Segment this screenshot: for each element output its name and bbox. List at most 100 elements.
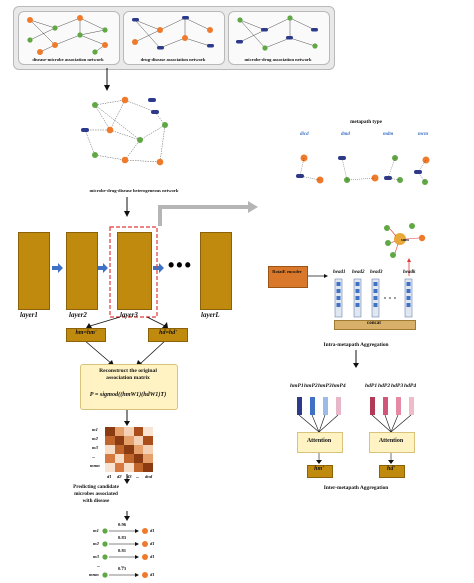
matrix-row-m1: m1 xyxy=(92,427,98,432)
disease-microbe-network-label: disease-microbe association network xyxy=(32,57,104,62)
metapath-type-0: dicd xyxy=(300,132,309,137)
matrix-cell xyxy=(114,445,125,454)
matrix-cell xyxy=(105,427,115,436)
microbe-drug-network-label: microbe-drug association network xyxy=(244,57,312,62)
matrix-cell xyxy=(114,427,125,436)
reconstruct-line2: association matrix xyxy=(106,375,150,381)
concat-label: concat xyxy=(367,321,381,326)
attention-box-right xyxy=(369,432,415,453)
metapath-type-1: dmd xyxy=(341,132,350,137)
matrix-cell xyxy=(133,463,144,472)
sum-label: sum xyxy=(401,237,409,242)
reconstruct-line1: Reconstruct the original xyxy=(99,368,157,374)
prediction-microbe-0: m1 xyxy=(93,528,99,533)
drug-disease-network-label: drug-disease association network xyxy=(140,57,206,62)
attention-label-right: Attention xyxy=(378,438,404,444)
head1-label: head1 xyxy=(333,270,346,275)
h-left-0: hmP1 xyxy=(290,383,304,389)
prediction-microbe-4: mnm xyxy=(89,572,99,577)
output-box-right xyxy=(379,465,405,478)
h-right-0: hdP1 xyxy=(365,383,378,389)
prediction-microbe-1: m2 xyxy=(93,541,99,546)
attention-label-left: Attention xyxy=(306,438,332,444)
matrix-cell xyxy=(105,436,115,445)
matrix-cell xyxy=(114,463,125,472)
prediction-score-ellipsis: ... xyxy=(121,563,125,568)
intra-metapath-label: Intra-metapath Aggregation xyxy=(323,342,389,348)
matrix-cell xyxy=(124,445,134,454)
layer3-block xyxy=(117,232,152,310)
h-left-2: hmP3 xyxy=(318,383,332,389)
output-label-left: hm' xyxy=(314,466,324,472)
h-right-2: hdP3 xyxy=(391,383,404,389)
headk-label: headk xyxy=(403,270,416,275)
rotate-encoder-label: RotatE encoder xyxy=(272,269,302,274)
concat-bar xyxy=(334,320,416,330)
matrix-cell xyxy=(143,463,153,472)
disease-embedding-box xyxy=(148,328,188,342)
matrix-cell xyxy=(124,463,134,472)
reconstruct-box xyxy=(80,364,178,410)
layer1-block xyxy=(18,232,50,310)
layerL-block xyxy=(200,232,232,310)
matrix-cell xyxy=(105,463,115,472)
prediction-disease-4: d1 xyxy=(150,572,155,577)
matrix-row-mnm: mnm xyxy=(90,463,100,468)
matrix-cell xyxy=(133,436,144,445)
matrix-row-ellipsis: ... xyxy=(92,454,96,459)
layer-ellipsis: ••• xyxy=(168,255,193,275)
layer2-label: layer2 xyxy=(69,311,87,319)
microbe-embedding-box xyxy=(66,328,106,342)
h-left-1: hmP2 xyxy=(304,383,318,389)
layerL-label: layerL xyxy=(201,311,220,319)
matrix-cell xyxy=(133,445,144,454)
prediction-score-1: 0.83 xyxy=(118,535,127,540)
prediction-disease-2: d1 xyxy=(150,554,155,559)
prediction-microbe-2: m3 xyxy=(93,554,99,559)
matrix-col-d1: d1 xyxy=(107,474,112,479)
matrix-cell xyxy=(124,427,134,436)
microbe-embedding-label: hm=hm' xyxy=(75,330,97,336)
heterogeneous-network-label: microbe-drug-disease heterogeneous netwo… xyxy=(89,188,179,193)
predict-line3: with disease xyxy=(82,498,110,504)
prediction-score-0: 0.96 xyxy=(118,522,127,527)
matrix-cell xyxy=(143,445,153,454)
matrix-cell xyxy=(143,454,153,463)
drug-disease-network-panel xyxy=(123,11,225,65)
matrix-col-ellipsis: ... xyxy=(136,474,140,479)
prediction-disease-1: d1 xyxy=(150,541,155,546)
metapath-type-3: mcm xyxy=(418,132,428,137)
rotate-encoder-box xyxy=(268,266,308,288)
matrix-cell xyxy=(114,454,125,463)
prediction-disease-0: d1 xyxy=(150,528,155,533)
matrix-col-d3: d3 xyxy=(127,474,132,479)
h-right-3: hdP4 xyxy=(404,383,417,389)
head2-label: head2 xyxy=(352,270,365,275)
predict-line2: microbes associated xyxy=(74,491,118,497)
layer2-block xyxy=(66,232,98,310)
layer1-label: layer1 xyxy=(20,311,38,319)
microbe-drug-network-panel xyxy=(228,11,330,65)
layer3-label: layer3 xyxy=(120,311,138,319)
matrix-cell xyxy=(133,454,144,463)
h-right-1: hdP2 xyxy=(378,383,391,389)
matrix-cell xyxy=(143,436,153,445)
prediction-score-2: 0.81 xyxy=(118,548,127,553)
matrix-cell xyxy=(114,436,125,445)
matrix-cell xyxy=(143,427,153,436)
matrix-cell xyxy=(105,454,115,463)
matrix-col-dnd: dnd xyxy=(145,474,153,479)
matrix-cell xyxy=(105,445,115,454)
output-label-right: hd' xyxy=(386,466,396,472)
matrix-col-d2: d2 xyxy=(117,474,122,479)
metapath-type-2: mdm xyxy=(383,132,394,137)
inter-metapath-label: Inter-metapath Aggregation xyxy=(323,485,389,491)
matrix-cell xyxy=(133,427,144,436)
h-left-3: hmP4 xyxy=(332,383,346,389)
disease-embedding-label: hd=hd' xyxy=(159,330,177,336)
matrix-cell xyxy=(124,454,134,463)
reconstruct-formula: P = sigmod((hmW1)(hdW1)T) xyxy=(89,391,167,398)
matrix-cell xyxy=(124,436,134,445)
prediction-microbe-ellipsis: ... xyxy=(97,563,101,568)
